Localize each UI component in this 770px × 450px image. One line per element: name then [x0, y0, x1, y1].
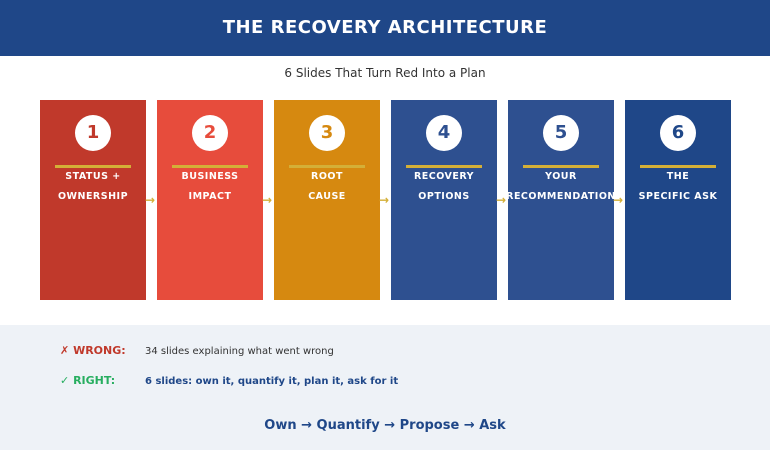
- step-label-line2: SPECIFIC ASK: [638, 191, 718, 202]
- step-label-line1: ROOT: [311, 171, 343, 182]
- wrong-text: 34 slides explaining what went wrong: [145, 346, 334, 357]
- step-card-6: 6 THE SPECIFIC ASK: [625, 100, 731, 300]
- flow-summary: Own → Quantify → Propose → Ask: [264, 418, 506, 433]
- arrow-right-icon: →: [145, 193, 156, 207]
- comparison-panel: [0, 325, 770, 450]
- arrow-right-icon: →: [613, 193, 624, 207]
- arrow-right-icon: →: [496, 193, 507, 207]
- gold-divider: [406, 165, 482, 168]
- arrow-right-icon: →: [262, 193, 273, 207]
- right-label: RIGHT:: [73, 374, 116, 387]
- gold-divider: [640, 165, 716, 168]
- step-card-3: 3 ROOT CAUSE: [274, 100, 380, 300]
- step-label-line2: OPTIONS: [418, 191, 470, 202]
- wrong-row: ✗ WRONG: 34 slides explaining what went w…: [60, 344, 334, 357]
- check-icon: ✓: [60, 374, 70, 387]
- step-label-line1: THE: [666, 171, 690, 182]
- step-label-line2: IMPACT: [188, 191, 232, 202]
- step-number-badge: 1: [75, 115, 111, 151]
- step-label-line1: BUSINESS: [181, 171, 239, 182]
- gold-divider: [172, 165, 248, 168]
- gold-divider: [289, 165, 365, 168]
- step-card-2: 2 BUSINESS IMPACT: [157, 100, 263, 300]
- step-number-badge: 6: [660, 115, 696, 151]
- gold-divider: [55, 165, 131, 168]
- step-card-1: 1 STATUS + OWNERSHIP: [40, 100, 146, 300]
- step-label-line2: OWNERSHIP: [57, 191, 129, 202]
- page-title: THE RECOVERY ARCHITECTURE: [0, 0, 770, 56]
- step-label-line1: RECOVERY: [413, 171, 475, 182]
- gold-divider: [523, 165, 599, 168]
- subtitle: 6 Slides That Turn Red Into a Plan: [284, 66, 486, 80]
- wrong-label: WRONG:: [73, 344, 126, 357]
- right-text: 6 slides: own it, quantify it, plan it, …: [145, 376, 399, 387]
- step-label-line1: YOUR: [545, 171, 577, 182]
- cross-icon: ✗: [60, 344, 70, 357]
- step-label-line1: STATUS +: [65, 171, 121, 182]
- step-number-badge: 3: [309, 115, 345, 151]
- step-label-line2: RECOMMENDATION: [506, 191, 616, 202]
- step-label-line2: CAUSE: [308, 191, 346, 202]
- step-card-4: 4 RECOVERY OPTIONS: [391, 100, 497, 300]
- step-number-badge: 2: [192, 115, 228, 151]
- step-number-badge: 5: [543, 115, 579, 151]
- arrow-right-icon: →: [379, 193, 390, 207]
- step-number-badge: 4: [426, 115, 462, 151]
- right-row: ✓ RIGHT: 6 slides: own it, quantify it, p…: [60, 374, 398, 387]
- step-card-5: 5 YOUR RECOMMENDATION: [506, 100, 615, 300]
